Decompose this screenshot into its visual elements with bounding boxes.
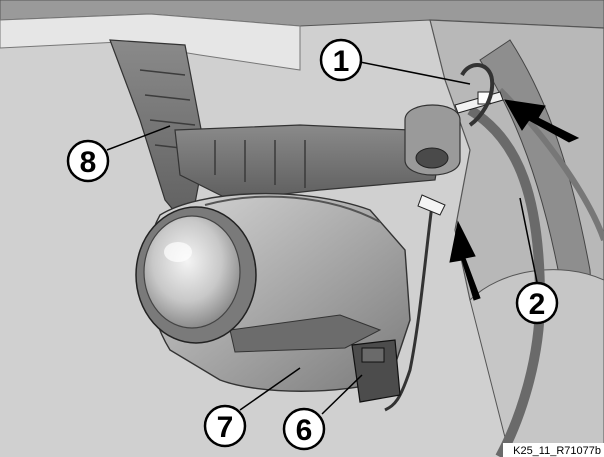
svg-text:2: 2 — [529, 288, 546, 321]
housing-bottom-lip — [229, 314, 382, 353]
svg-text:8: 8 — [80, 146, 97, 179]
arm-ribs — [214, 140, 306, 188]
bracket-ribs — [139, 69, 199, 151]
leader-line-6 — [321, 374, 363, 415]
callout-2: 2 — [515, 281, 559, 325]
cable-clip — [417, 194, 446, 216]
leader-line-1 — [359, 61, 471, 85]
horizontal-bracket-arm — [174, 124, 441, 201]
svg-text:6: 6 — [296, 414, 313, 447]
housing-top-ridge — [204, 195, 381, 223]
callout-1: 1 — [319, 38, 363, 82]
fog-light-cable — [384, 204, 434, 412]
arrow-lower — [449, 220, 481, 301]
lens-highlight — [164, 242, 192, 262]
svg-text:1: 1 — [333, 45, 350, 78]
leader-line-7 — [239, 367, 301, 411]
leader-line-2 — [519, 197, 538, 283]
reference-code: K25_11_R71077b — [513, 445, 601, 457]
reference-code-box — [503, 443, 604, 457]
leader-line-8 — [106, 125, 171, 151]
callout-7: 7 — [203, 404, 247, 448]
fairing-panel — [0, 13, 301, 71]
mounting-boss-hole — [415, 147, 449, 169]
callout-6: 6 — [282, 407, 326, 451]
callout-8: 8 — [66, 139, 110, 183]
connector-latch — [361, 347, 385, 363]
fog-light-lens — [143, 215, 241, 329]
arrow-upper-right — [504, 99, 580, 143]
svg-text:7: 7 — [217, 411, 234, 444]
cable-loop — [460, 63, 495, 127]
